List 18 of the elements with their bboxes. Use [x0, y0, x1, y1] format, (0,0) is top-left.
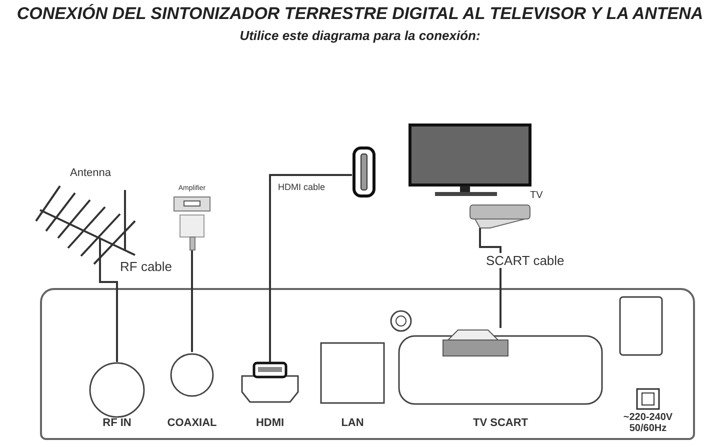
receiver-back-panel	[40, 288, 695, 440]
cable-line	[269, 174, 352, 362]
port-label: RF IN	[102, 417, 132, 429]
title: CONEXIÓN DEL SINTONIZADOR TERRESTRE DIGITAL AL TELEVISOR Y LA ANTENA	[16, 4, 704, 24]
port-label: ~220-240V 50/60Hz	[622, 412, 674, 434]
cable-line	[99, 270, 118, 362]
edge-label: SCART cable	[484, 253, 566, 268]
cable-line	[191, 250, 193, 352]
port-label: HDMI	[254, 417, 286, 429]
subtitle: Utilice este diagrama para la conexión:	[238, 28, 482, 43]
port-label: LAN	[340, 417, 365, 429]
port-label: COAXIAL	[166, 417, 218, 429]
port-label: TV SCART	[472, 417, 529, 429]
cable-line	[479, 235, 502, 328]
port-label: Antenna	[70, 167, 111, 179]
edge-label: HDMI cable	[276, 182, 328, 192]
edge-label: RF cable	[118, 259, 174, 274]
port-label: TV	[530, 190, 543, 201]
